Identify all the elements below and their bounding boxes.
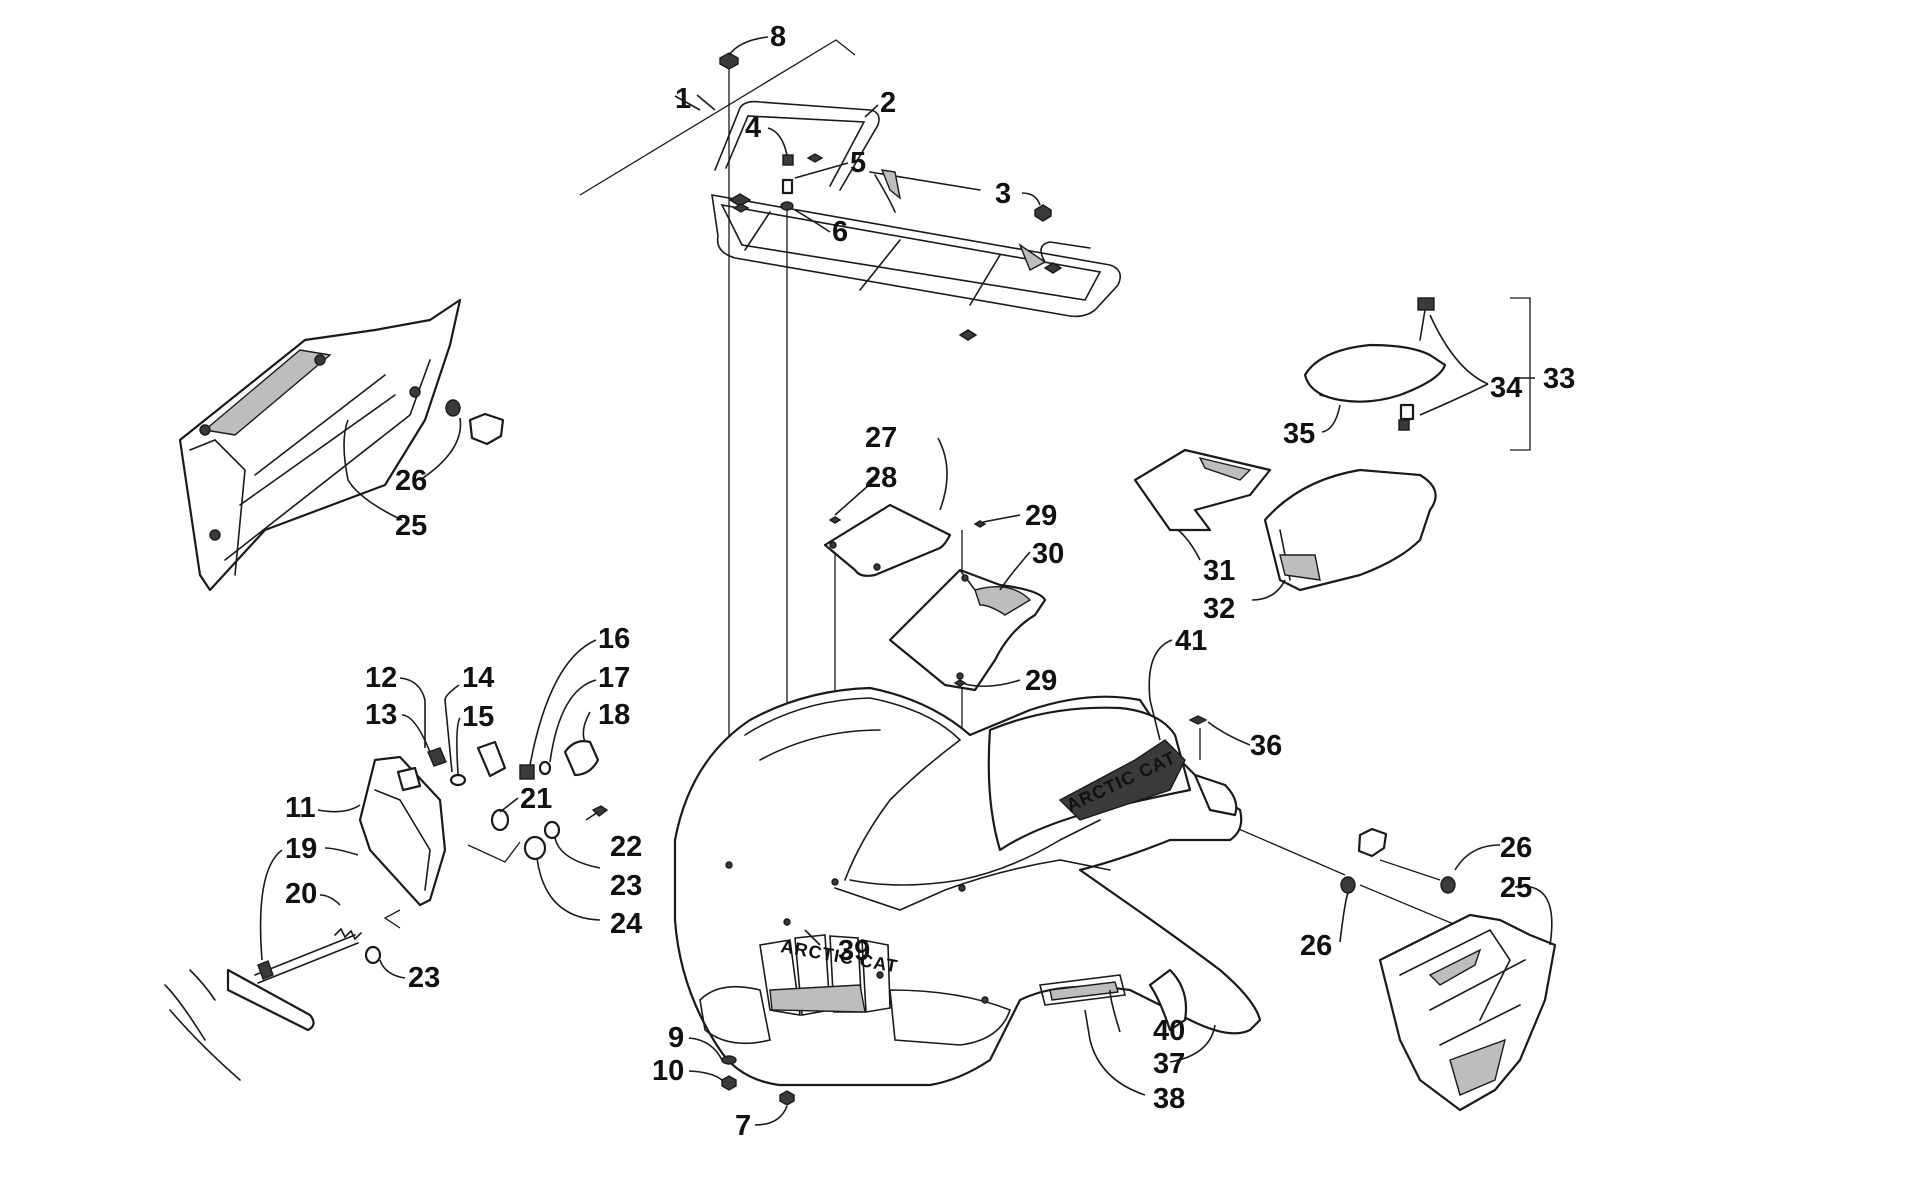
callout-4: 4 bbox=[745, 112, 761, 144]
callout-10: 10 bbox=[652, 1055, 684, 1087]
callout-22: 22 bbox=[610, 831, 642, 863]
callout-26c: 26 bbox=[1300, 930, 1332, 962]
assembly-bracket-33 bbox=[1510, 297, 1531, 451]
callout-31: 31 bbox=[1203, 555, 1235, 587]
callout-29b: 29 bbox=[1025, 665, 1057, 697]
callout-6: 6 bbox=[832, 216, 848, 248]
callout-37: 37 bbox=[1153, 1048, 1185, 1080]
callout-41: 41 bbox=[1175, 625, 1207, 657]
callout-12: 12 bbox=[365, 662, 397, 694]
callout-14: 14 bbox=[462, 662, 494, 694]
callout-25b: 25 bbox=[1500, 872, 1532, 904]
callout-13: 13 bbox=[365, 699, 397, 731]
callout-3: 3 bbox=[995, 178, 1011, 210]
callout-39: 39 bbox=[838, 935, 870, 967]
front-rack bbox=[711, 100, 1121, 341]
callout-34: 34 bbox=[1490, 372, 1522, 404]
callout-30: 30 bbox=[1032, 538, 1064, 570]
leader-lines bbox=[259, 36, 1553, 1126]
callout-24: 24 bbox=[610, 908, 642, 940]
left-side-panel bbox=[178, 298, 505, 592]
callout-19: 19 bbox=[285, 833, 317, 865]
callout-2: 2 bbox=[880, 87, 896, 119]
assembly-bracket-1 bbox=[579, 39, 856, 196]
callout-20: 20 bbox=[285, 878, 317, 910]
callout-9: 9 bbox=[668, 1022, 684, 1054]
rack-hardware bbox=[719, 52, 1052, 222]
callout-33: 33 bbox=[1543, 363, 1575, 395]
callout-26a: 26 bbox=[395, 465, 427, 497]
callout-17: 17 bbox=[598, 662, 630, 694]
right-side-panel bbox=[1340, 827, 1557, 1112]
callout-38: 38 bbox=[1153, 1083, 1185, 1115]
headlight-assembly bbox=[164, 740, 609, 1081]
callout-8: 8 bbox=[770, 21, 786, 53]
callout-28: 28 bbox=[865, 462, 897, 494]
fender-inserts bbox=[823, 503, 1047, 692]
callout-21: 21 bbox=[520, 783, 552, 815]
misc-fasteners bbox=[721, 715, 1208, 1106]
storage-box bbox=[1133, 297, 1447, 592]
front-fender-body: ARCTIC CAT ARCTIC CAT bbox=[673, 686, 1262, 1087]
callout-27: 27 bbox=[865, 422, 897, 454]
callout-5: 5 bbox=[850, 147, 866, 179]
callout-36: 36 bbox=[1250, 730, 1282, 762]
callout-29a: 29 bbox=[1025, 500, 1057, 532]
callout-40: 40 bbox=[1153, 1015, 1185, 1047]
callout-16: 16 bbox=[598, 623, 630, 655]
callout-23a: 23 bbox=[610, 870, 642, 902]
callout-26b: 26 bbox=[1500, 832, 1532, 864]
callout-32: 32 bbox=[1203, 593, 1235, 625]
callout-23b: 23 bbox=[408, 962, 440, 994]
callout-18: 18 bbox=[598, 699, 630, 731]
callout-11: 11 bbox=[285, 792, 316, 824]
callout-7: 7 bbox=[735, 1110, 751, 1142]
callout-labels: 1 2 3 4 5 6 7 8 9 10 11 12 13 14 15 16 1… bbox=[285, 21, 1575, 1142]
callout-1: 1 bbox=[675, 83, 691, 115]
callout-25a: 25 bbox=[395, 510, 427, 542]
callout-35: 35 bbox=[1283, 418, 1315, 450]
callout-15: 15 bbox=[462, 701, 494, 733]
